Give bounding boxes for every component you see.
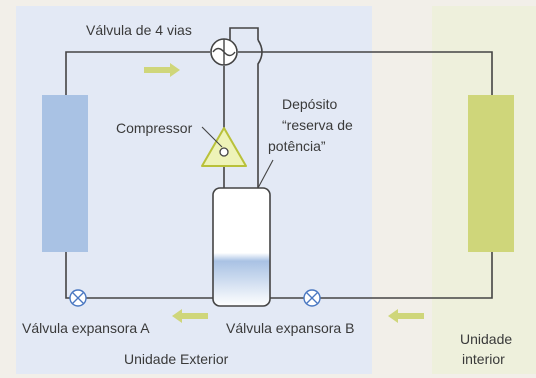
- four-way-valve-icon: [210, 38, 238, 66]
- indoor-coil: [468, 95, 514, 252]
- compressor-icon: [201, 127, 247, 167]
- valve-return-pipe: [257, 39, 263, 188]
- reservoir-tank: [212, 187, 271, 307]
- expansion-valve-a-label: Válvula expansora A: [22, 320, 150, 336]
- indoor-unit-label-line2: interior: [462, 351, 505, 367]
- valve-bypass-pipe: [229, 27, 259, 40]
- compressor-label: Compressor: [116, 120, 193, 136]
- expansion-valve-b-label: Válvula expansora B: [226, 320, 355, 336]
- pipes: [65, 27, 493, 299]
- flow-arrow-left-icon: [388, 309, 424, 323]
- flow-arrow-right-icon: [144, 63, 180, 77]
- top-pipe-right: [238, 51, 493, 95]
- bottom-pipe-left: [65, 252, 213, 299]
- reservoir-label-line2: “reserva de: [282, 117, 353, 133]
- flow-arrows: [144, 63, 424, 323]
- reservoir-leader-line: [257, 159, 274, 189]
- compressor-leader-line: [201, 126, 223, 148]
- four-way-valve-label: Válvula de 4 vias: [86, 22, 192, 38]
- top-pipe-left: [65, 51, 210, 95]
- indoor-unit-label-line1: Unidade: [460, 331, 513, 347]
- flow-arrow-left-icon: [172, 309, 208, 323]
- outdoor-coil: [42, 95, 88, 252]
- reservoir-label-line1: Depósito: [282, 96, 338, 112]
- expansion-valve-b-icon: [303, 289, 321, 307]
- reservoir-label-line3: potência”: [268, 138, 326, 154]
- bottom-pipe-right: [270, 252, 493, 299]
- outdoor-unit-label: Unidade Exterior: [124, 351, 229, 367]
- expansion-valve-a-icon: [69, 289, 87, 307]
